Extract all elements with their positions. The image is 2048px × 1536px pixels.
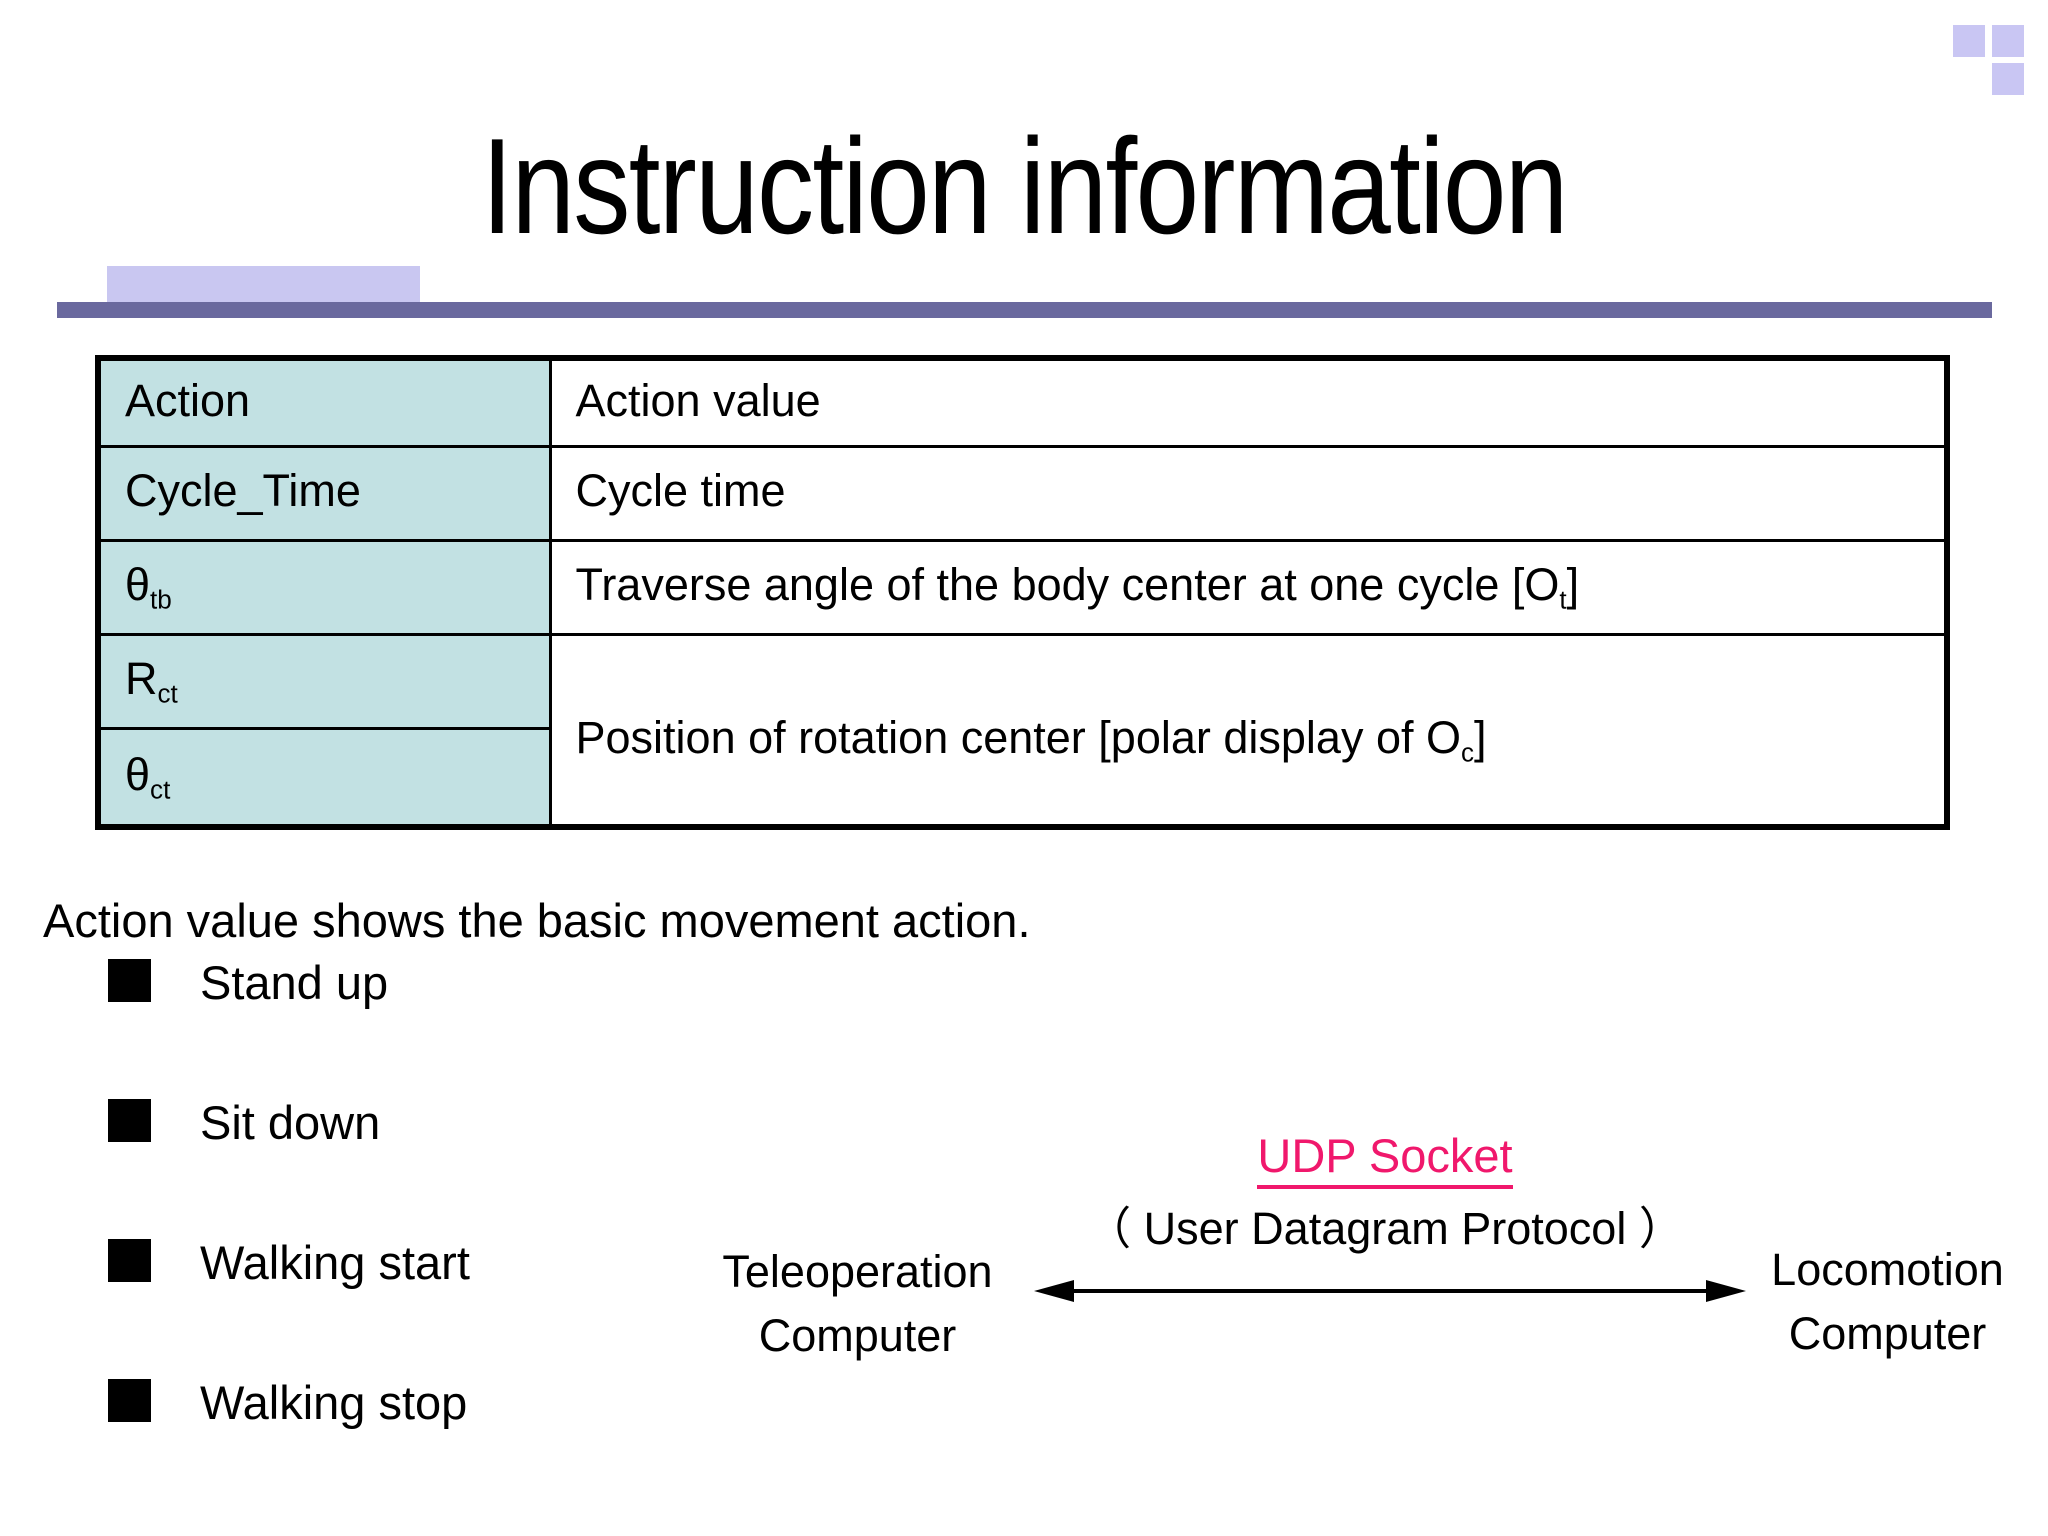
accent-rect <box>107 266 420 304</box>
param-label: Action <box>125 374 251 426</box>
node-label: Locomotion <box>1771 1244 2004 1295</box>
param-label: θ <box>125 558 151 610</box>
udp-protocol-label: （ User Datagram Protocol ） <box>1086 1203 1684 1254</box>
table-row: Cycle_Time Cycle time <box>96 444 1949 542</box>
param-label: θ <box>125 748 151 800</box>
param-cell: Rct <box>96 632 552 730</box>
udp-socket-text: UDP Socket <box>1257 1128 1513 1189</box>
corner-square-icon <box>1992 25 2024 57</box>
table-row: θtb Traverse angle of the body center at… <box>96 538 1949 636</box>
param-cell: θtb <box>96 538 552 636</box>
desc-suffix: ] <box>1566 558 1580 610</box>
bullet-square-icon <box>108 1099 151 1142</box>
bullet-label: Stand up <box>200 956 389 1009</box>
title-bar: Instruction information <box>0 108 2048 264</box>
desc-label: Traverse angle of the body center at one… <box>575 558 1560 610</box>
node-label: Computer <box>758 1310 957 1361</box>
param-cell: Action <box>96 356 552 448</box>
bullet-label: Walking stop <box>200 1376 468 1429</box>
param-cell: Cycle_Time <box>96 444 552 542</box>
desc-label: Action value <box>575 374 821 426</box>
desc-suffix: ] <box>1474 711 1487 763</box>
table-row: θct <box>96 726 1947 829</box>
page-title: Instruction information <box>481 110 1568 262</box>
desc-label: Cycle time <box>575 464 786 516</box>
param-subscript: tb <box>150 584 172 615</box>
node-label: Computer <box>1788 1308 1987 1359</box>
table-row: Action Action value <box>96 356 1949 448</box>
desc-cell: Traverse angle of the body center at one… <box>548 538 1949 636</box>
bullet-square-icon <box>108 1239 151 1282</box>
divider-bar <box>57 302 1992 318</box>
table-row: Rct Position of rotation center [polar d… <box>96 632 1949 829</box>
locomotion-node: Locomotion Computer <box>1745 1238 2030 1366</box>
corner-square-icon <box>1953 25 1985 57</box>
bullet-square-icon <box>108 1379 151 1422</box>
body-text: Action value shows the basic movement ac… <box>43 894 1031 947</box>
desc-cell-merged: Position of rotation center [polar displ… <box>548 632 1949 829</box>
bullet-square-icon <box>108 959 151 1002</box>
udp-socket-label: UDP Socket <box>1185 1128 1585 1189</box>
param-subscript: ct <box>150 773 171 804</box>
param-subscript: ct <box>157 678 178 709</box>
corner-square-icon <box>1992 63 2024 95</box>
bullet-label: Sit down <box>200 1096 381 1149</box>
desc-cell: Cycle time <box>548 444 1949 542</box>
teleoperation-node: Teleoperation Computer <box>690 1240 1025 1368</box>
param-label: R <box>125 652 158 704</box>
param-label: Cycle_Time <box>125 464 361 516</box>
desc-subscript: c <box>1460 736 1475 767</box>
bidirectional-arrow-icon <box>1034 1280 1746 1302</box>
bullet-label: Walking start <box>200 1236 470 1289</box>
desc-label: Position of rotation center [polar displ… <box>575 711 1461 763</box>
instruction-table: Action Action value Cycle_Time Cycle tim… <box>95 355 1950 830</box>
param-cell: θct <box>96 726 552 829</box>
node-label: Teleoperation <box>722 1246 993 1297</box>
desc-subscript: t <box>1559 584 1567 615</box>
desc-cell: Action value <box>548 356 1949 448</box>
